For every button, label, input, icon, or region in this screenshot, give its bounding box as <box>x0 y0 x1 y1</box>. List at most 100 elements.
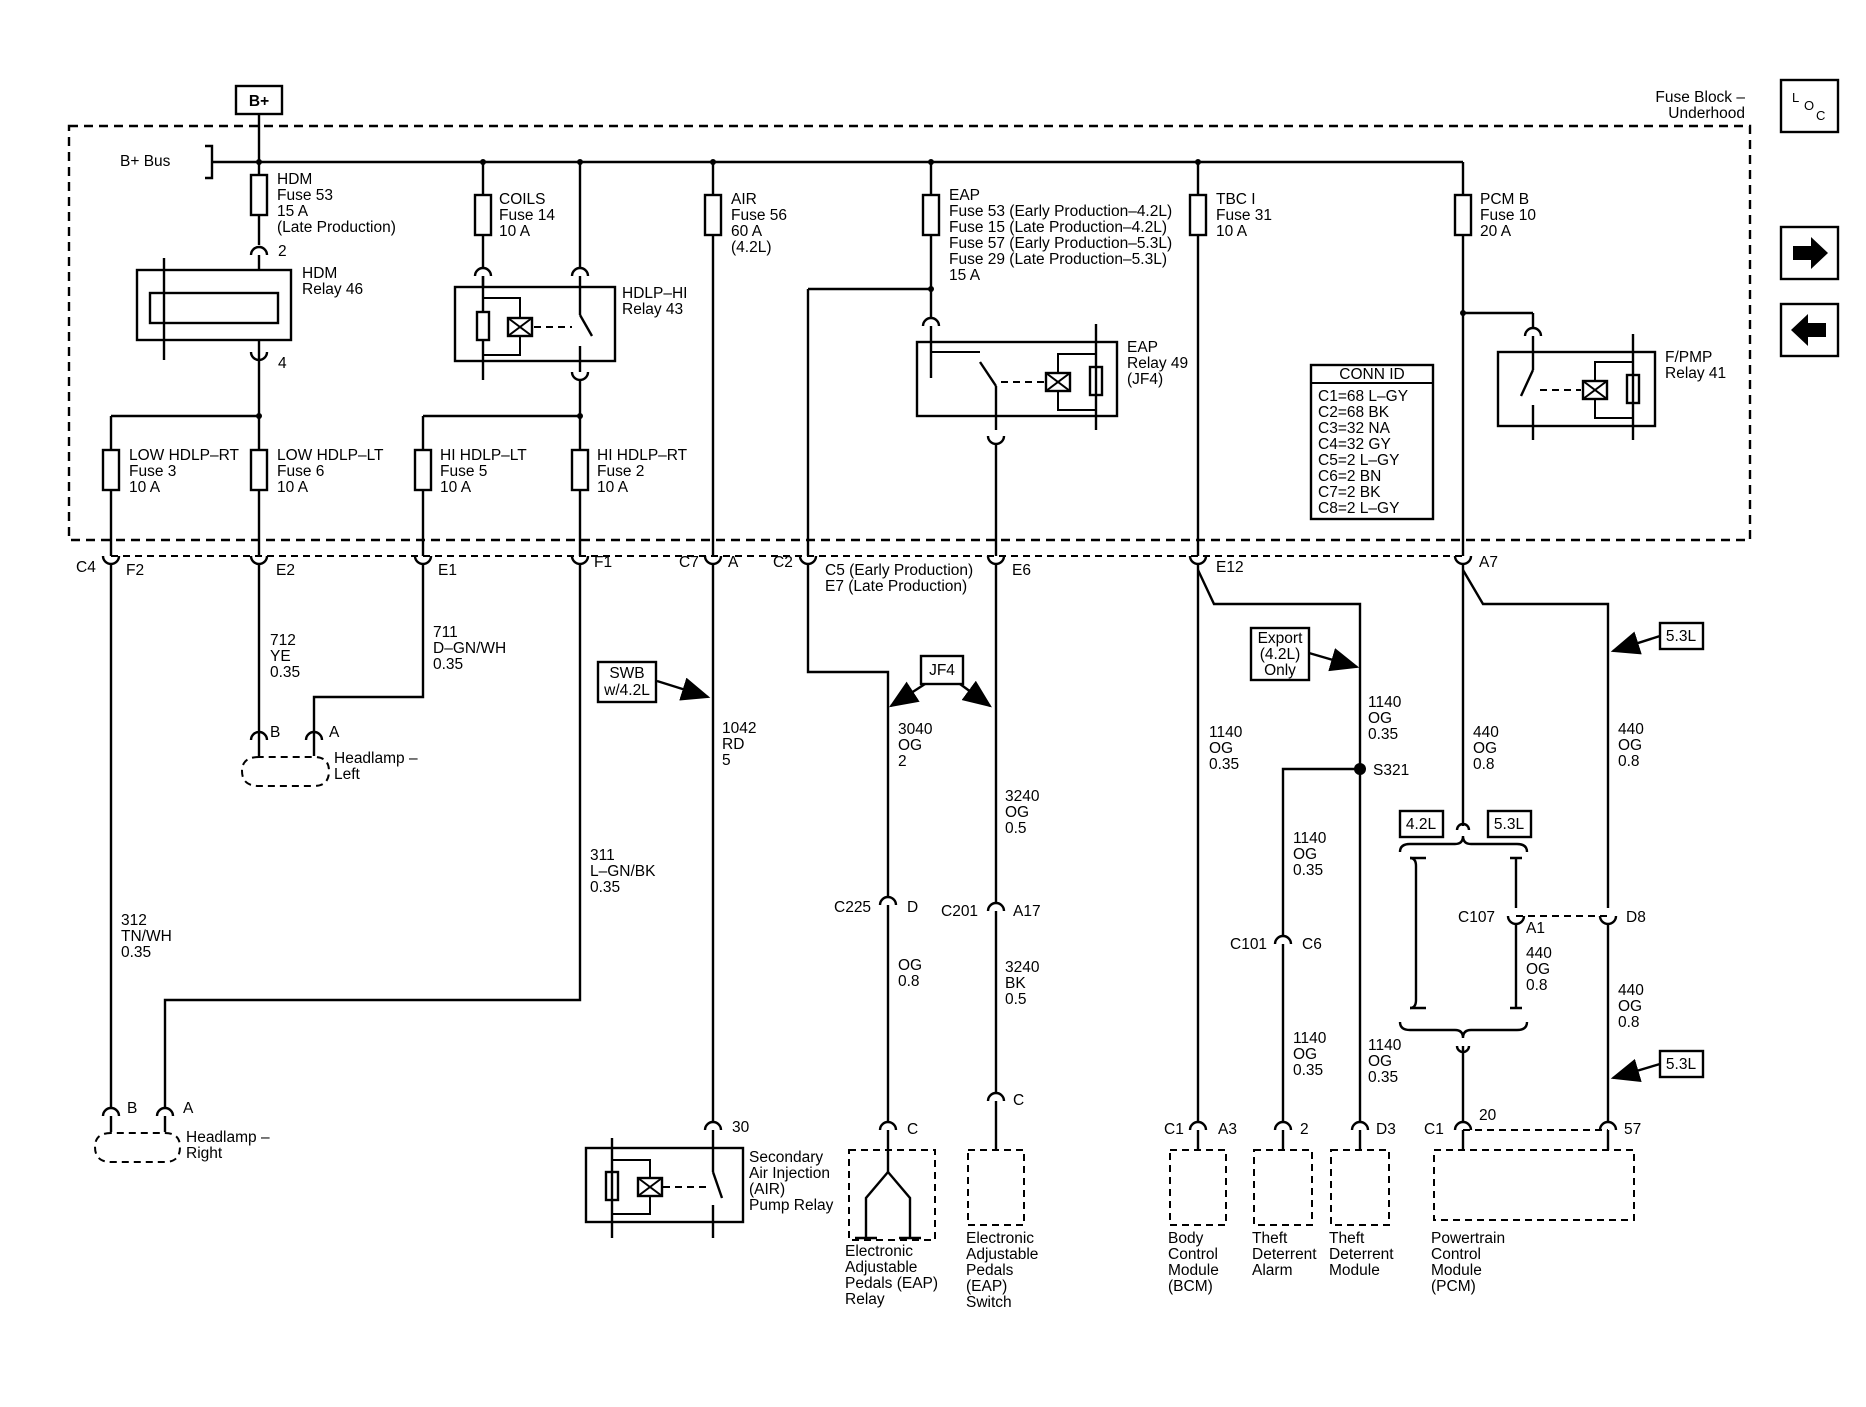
svg-text:Secondary: Secondary <box>749 1149 823 1166</box>
svg-text:3040: 3040 <box>898 721 933 738</box>
wire-311-label: 311 L–GN/BK 0.35 <box>590 847 656 896</box>
theft-alarm-label: Theft Deterrent Alarm <box>1252 1230 1317 1279</box>
wire-1140b-label: 1140 OG 0.35 <box>1368 694 1402 743</box>
svg-text:(Late Production): (Late Production) <box>277 219 396 236</box>
svg-text:C1: C1 <box>1164 1121 1184 1138</box>
fuse-hi-hdlp-rt-label: HI HDLP–RT Fuse 2 10 A <box>597 447 688 496</box>
theft-module-label: Theft Deterrent Module <box>1329 1230 1394 1279</box>
option-53l-box-top: 5.3L <box>1658 621 1705 651</box>
svg-text:C6=2 BN: C6=2 BN <box>1318 468 1381 485</box>
wire-3240b-label: 3240 BK 0.5 <box>1005 959 1040 1008</box>
svg-text:A1: A1 <box>1526 920 1545 937</box>
svg-text:Right: Right <box>186 1145 223 1162</box>
svg-text:5.3L: 5.3L <box>1494 816 1525 833</box>
svg-text:Fuse 57 (Early Production–5.3L: Fuse 57 (Early Production–5.3L) <box>949 235 1172 252</box>
svg-text:A17: A17 <box>1013 903 1041 920</box>
svg-text:Underhood: Underhood <box>1668 105 1745 122</box>
svg-text:Pump Relay: Pump Relay <box>749 1197 834 1214</box>
svg-text:10 A: 10 A <box>499 223 531 240</box>
svg-text:C4: C4 <box>76 559 96 576</box>
loc-icon: L O C <box>1779 78 1840 134</box>
svg-text:C7=2 BK: C7=2 BK <box>1318 484 1381 501</box>
svg-text:Relay: Relay <box>845 1291 885 1308</box>
svg-text:1140: 1140 <box>1368 1037 1402 1054</box>
svg-text:10 A: 10 A <box>1216 223 1248 240</box>
svg-text:C: C <box>907 1121 918 1138</box>
relay-hdlp-hi-label: HDLP–HI Relay 43 <box>622 285 687 318</box>
svg-text:F1: F1 <box>594 554 612 571</box>
svg-text:Export: Export <box>1258 630 1303 647</box>
svg-text:D–GN/WH: D–GN/WH <box>433 640 506 657</box>
svg-text:COILS: COILS <box>499 191 546 208</box>
relay-air-pump <box>584 1130 745 1238</box>
svg-text:311: 311 <box>590 847 615 864</box>
svg-text:3240: 3240 <box>1005 788 1040 805</box>
svg-text:C101: C101 <box>1230 936 1267 953</box>
svg-text:E12: E12 <box>1216 559 1244 576</box>
svg-text:Deterrent: Deterrent <box>1329 1246 1394 1263</box>
svg-text:Electronic: Electronic <box>845 1243 913 1260</box>
wire-712-label: 712 YE 0.35 <box>270 632 300 681</box>
fuse-pcmb <box>1453 193 1473 237</box>
fuse-block-outline <box>67 124 1752 542</box>
battery-positive-box: B+ <box>234 84 284 116</box>
svg-text:OG: OG <box>1618 998 1642 1015</box>
svg-text:C201: C201 <box>941 903 978 920</box>
svg-text:1140: 1140 <box>1368 694 1402 711</box>
svg-text:OG: OG <box>1209 740 1233 757</box>
svg-text:Module: Module <box>1329 1262 1380 1279</box>
svg-text:1140: 1140 <box>1293 830 1327 847</box>
svg-text:Fuse 53: Fuse 53 <box>277 187 333 204</box>
svg-text:Fuse 53 (Early Production–4.2L: Fuse 53 (Early Production–4.2L) <box>949 203 1172 220</box>
svg-text:OG: OG <box>1368 710 1392 727</box>
svg-text:E2: E2 <box>276 562 295 579</box>
svg-text:1140: 1140 <box>1209 724 1243 741</box>
fuse-low-hdlp-lt-label: LOW HDLP–LT Fuse 6 10 A <box>277 447 384 496</box>
svg-text:Fuse 10: Fuse 10 <box>1480 207 1536 224</box>
svg-text:0.35: 0.35 <box>1368 726 1398 743</box>
svg-text:AIR: AIR <box>731 191 757 208</box>
arrow-left-icon <box>1791 314 1826 346</box>
svg-text:O: O <box>1804 98 1814 113</box>
svg-text:0.35: 0.35 <box>270 664 300 681</box>
svg-text:OG: OG <box>1526 961 1550 978</box>
svg-text:1042: 1042 <box>722 720 756 737</box>
svg-text:Relay 41: Relay 41 <box>1665 365 1726 382</box>
svg-text:HI HDLP–RT: HI HDLP–RT <box>597 447 688 464</box>
fuse-low-hdlp-rt-label: LOW HDLP–RT Fuse 3 10 A <box>129 447 239 496</box>
b-plus-bus-label: B+ Bus <box>120 153 171 170</box>
theft-module-component <box>1330 1149 1390 1226</box>
relay-eap-label: EAP Relay 49 (JF4) <box>1127 339 1188 388</box>
relay-air-pump-label: Secondary Air Injection (AIR) Pump Relay <box>749 1149 834 1214</box>
svg-text:Pedals: Pedals <box>966 1262 1014 1279</box>
svg-text:Fuse 6: Fuse 6 <box>277 463 324 480</box>
svg-text:440: 440 <box>1618 982 1644 999</box>
svg-text:0.8: 0.8 <box>1618 1014 1640 1031</box>
pcm-component <box>1433 1149 1635 1221</box>
svg-text:Fuse 15 (Late Production–4.2L): Fuse 15 (Late Production–4.2L) <box>949 219 1167 236</box>
svg-text:OG: OG <box>898 957 922 974</box>
relay-hdm-label: HDM Relay 46 <box>302 265 363 298</box>
svg-text:Headlamp –: Headlamp – <box>334 750 418 767</box>
fuse-coils-label: COILS Fuse 14 10 A <box>499 191 555 240</box>
svg-text:OG: OG <box>1005 804 1029 821</box>
svg-text:C2=68 BK: C2=68 BK <box>1318 404 1390 421</box>
svg-text:10 A: 10 A <box>129 479 161 496</box>
back-button[interactable] <box>1779 302 1840 358</box>
option-swb-box: SWB w/4.2L <box>596 660 658 704</box>
svg-text:B+: B+ <box>249 93 269 110</box>
forward-button[interactable] <box>1779 225 1840 281</box>
svg-text:F/PMP: F/PMP <box>1665 349 1712 366</box>
svg-text:Control: Control <box>1168 1246 1218 1263</box>
pcm-label: Powertrain Control Module (PCM) <box>1431 1230 1505 1295</box>
svg-text:EAP: EAP <box>1127 339 1158 356</box>
fuse-low-hdlp-lt <box>249 448 269 492</box>
svg-text:15 A: 15 A <box>949 267 981 284</box>
eap-switch-component <box>967 1149 1025 1226</box>
svg-text:0.35: 0.35 <box>1293 862 1323 879</box>
headlamp-right: B A <box>93 1100 194 1163</box>
svg-text:5.3L: 5.3L <box>1666 1056 1697 1073</box>
fuse-hi-hdlp-lt-label: HI HDLP–LT Fuse 5 10 A <box>440 447 527 496</box>
svg-text:Relay 43: Relay 43 <box>622 301 683 318</box>
svg-text:L: L <box>1792 90 1799 105</box>
